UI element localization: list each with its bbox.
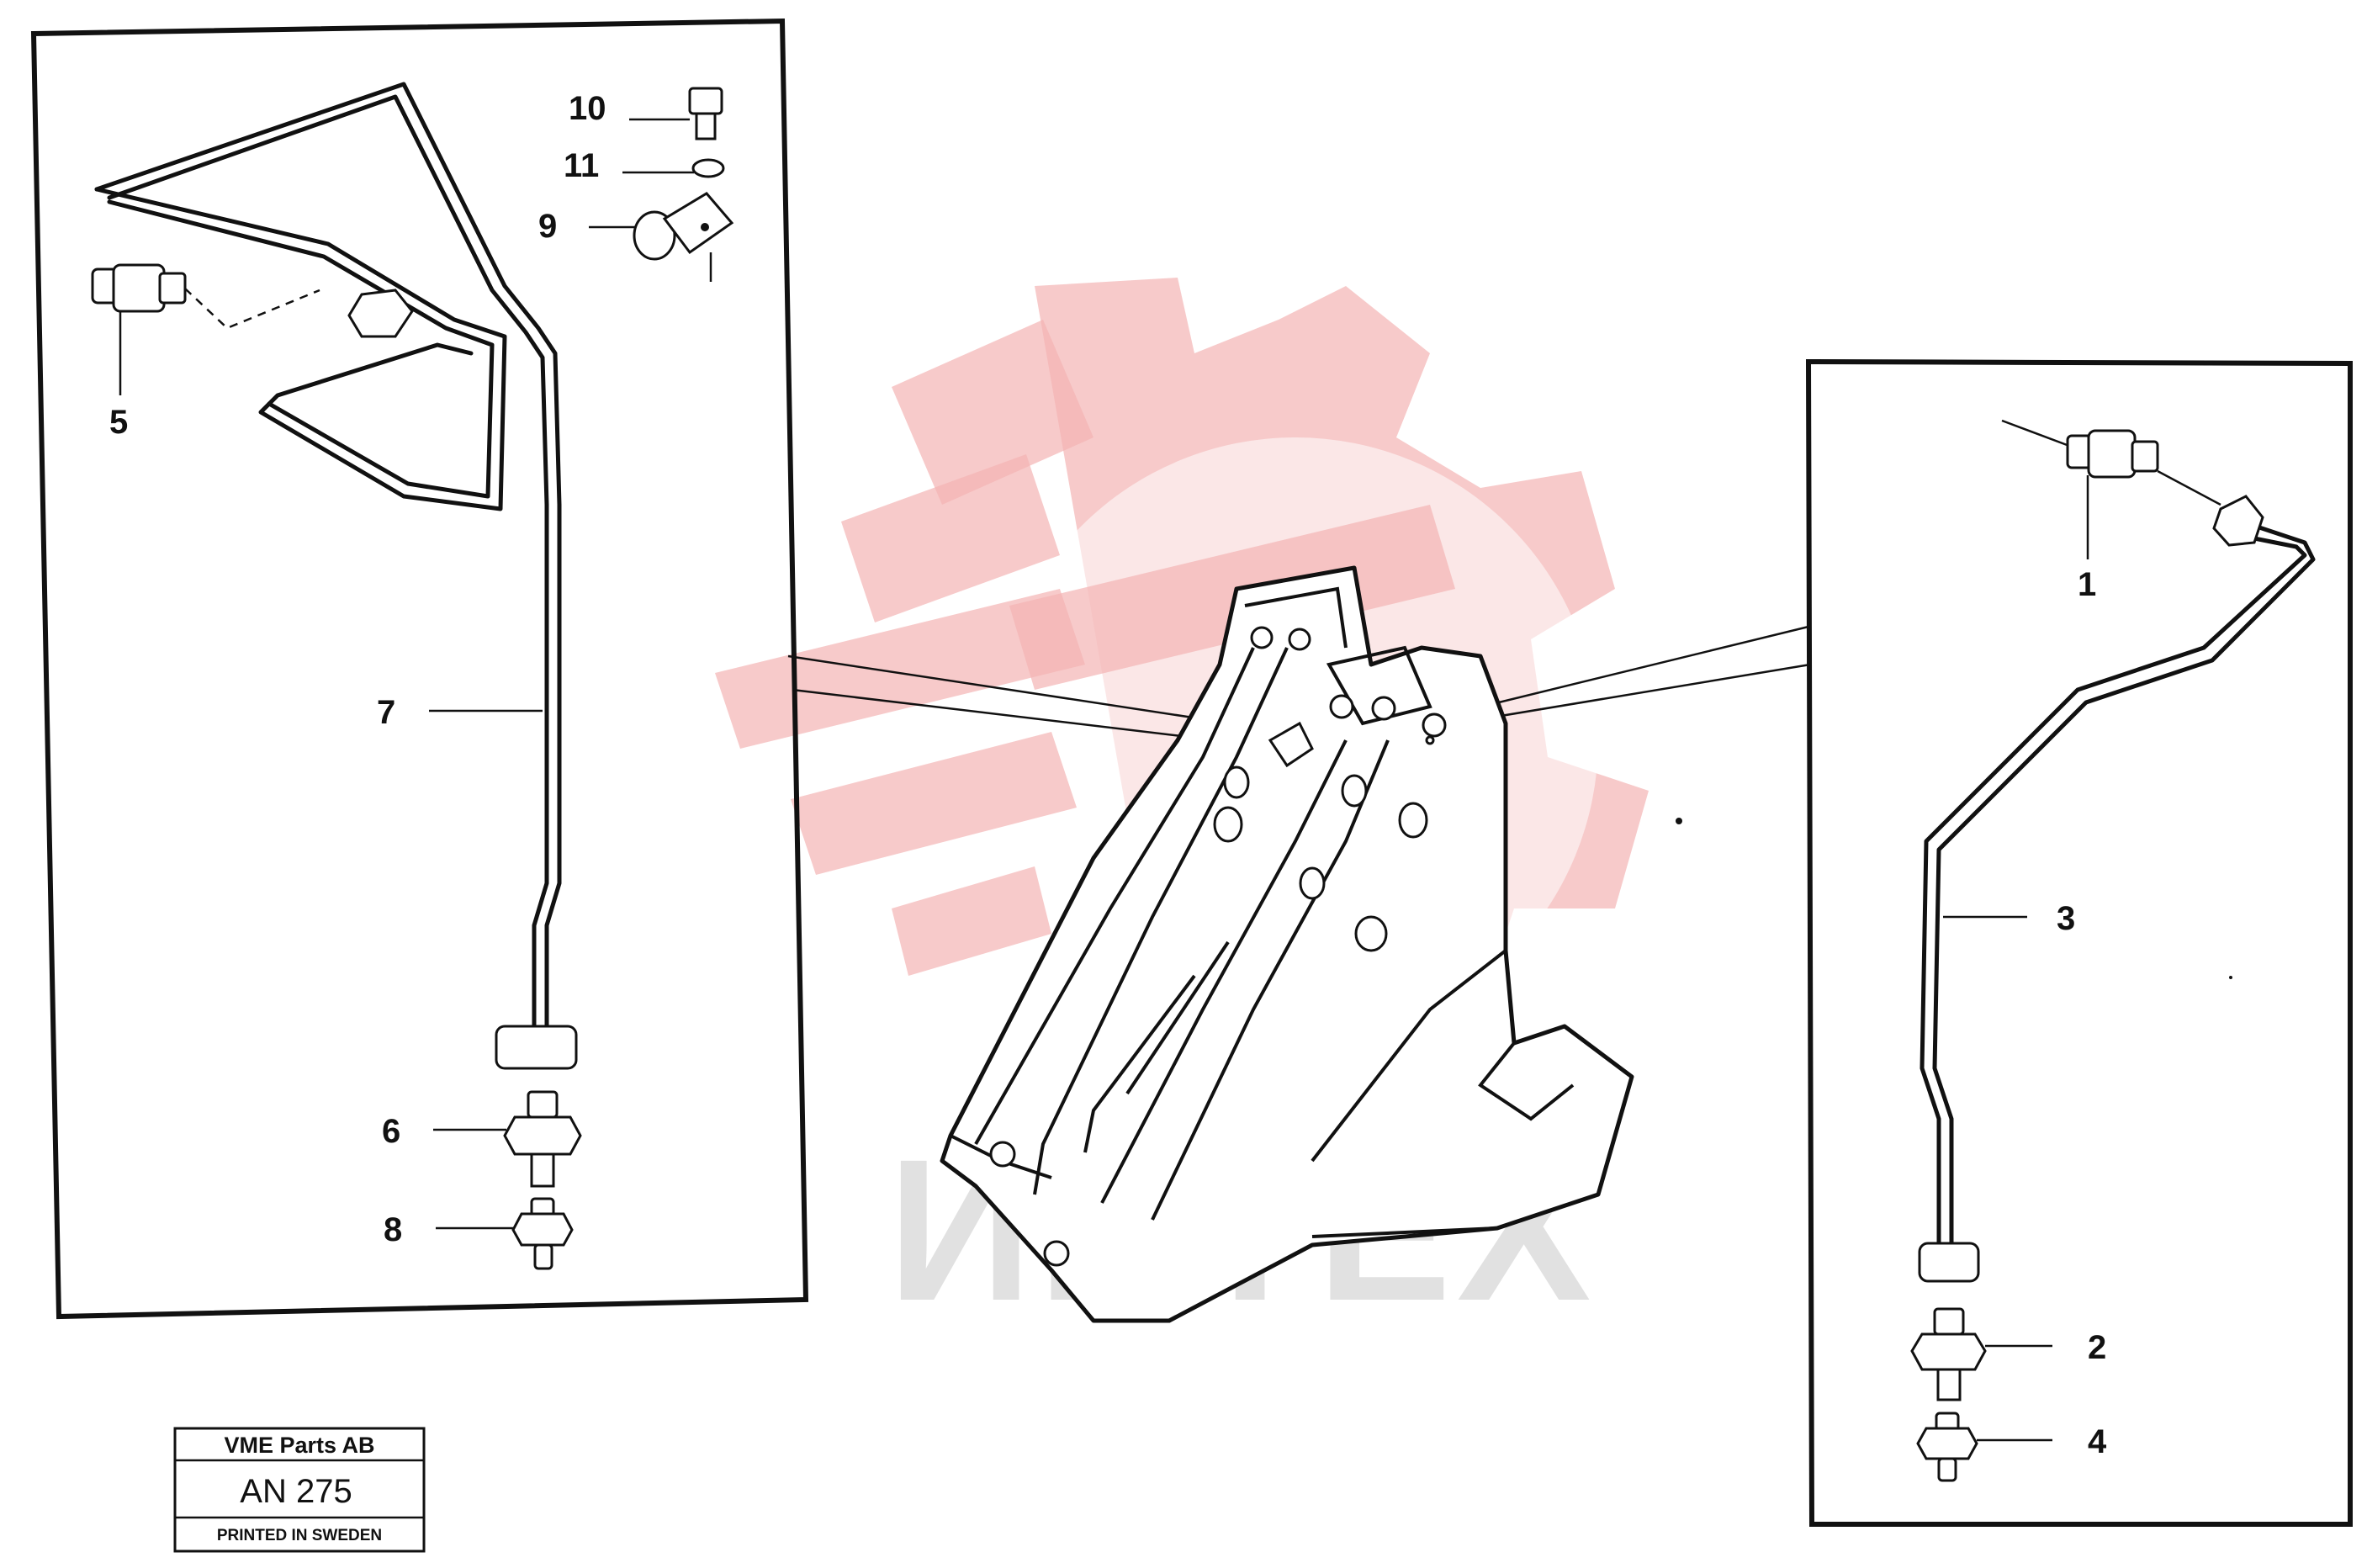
part-10-bolt-icon: [629, 87, 723, 140]
callout-11: 11: [564, 147, 599, 184]
pipe-assembly-3: [1918, 419, 2316, 1283]
part-11-washer-icon: [622, 158, 725, 178]
right-detail-frame: [1805, 358, 2353, 1527]
part-4-nipple-icon: [1916, 1412, 2052, 1482]
title-stamp: VME Parts AB AN 275 PRINTED IN SWEDEN: [173, 1427, 426, 1553]
callout-10: 10: [569, 90, 606, 127]
callout-8: 8: [384, 1211, 402, 1248]
callout-6: 6: [382, 1113, 400, 1150]
bucket-bracket-drawing: [940, 565, 1634, 1323]
nut-icon: [1918, 1242, 1980, 1283]
stray-dot: [1676, 818, 1682, 824]
left-detail-frame: [30, 18, 809, 1320]
callout-3: 3: [2057, 900, 2075, 937]
stray-dot: [2229, 976, 2232, 979]
part-6-adapter-icon: [433, 1090, 582, 1188]
part-9-clamp-icon: [589, 192, 734, 282]
part-2-adapter-icon: [1910, 1307, 2052, 1401]
part-8-nipple-icon: [436, 1197, 574, 1270]
callout-4: 4: [2088, 1423, 2107, 1460]
stamp-printed: PRINTED IN SWEDEN: [217, 1527, 382, 1544]
stamp-company: VME Parts AB: [224, 1433, 374, 1458]
nut-icon: [495, 1025, 578, 1070]
callout-7: 7: [377, 694, 395, 731]
callout-2: 2: [2088, 1329, 2106, 1366]
callout-5: 5: [109, 404, 128, 441]
stamp-code: AN 275: [240, 1473, 352, 1510]
part-5-fitting-icon: [91, 263, 414, 395]
callout-1: 1: [2078, 566, 2096, 603]
part-1-fitting-icon: [2066, 429, 2264, 559]
pipe-assembly-7: [94, 82, 578, 1070]
callout-9: 9: [538, 208, 557, 245]
